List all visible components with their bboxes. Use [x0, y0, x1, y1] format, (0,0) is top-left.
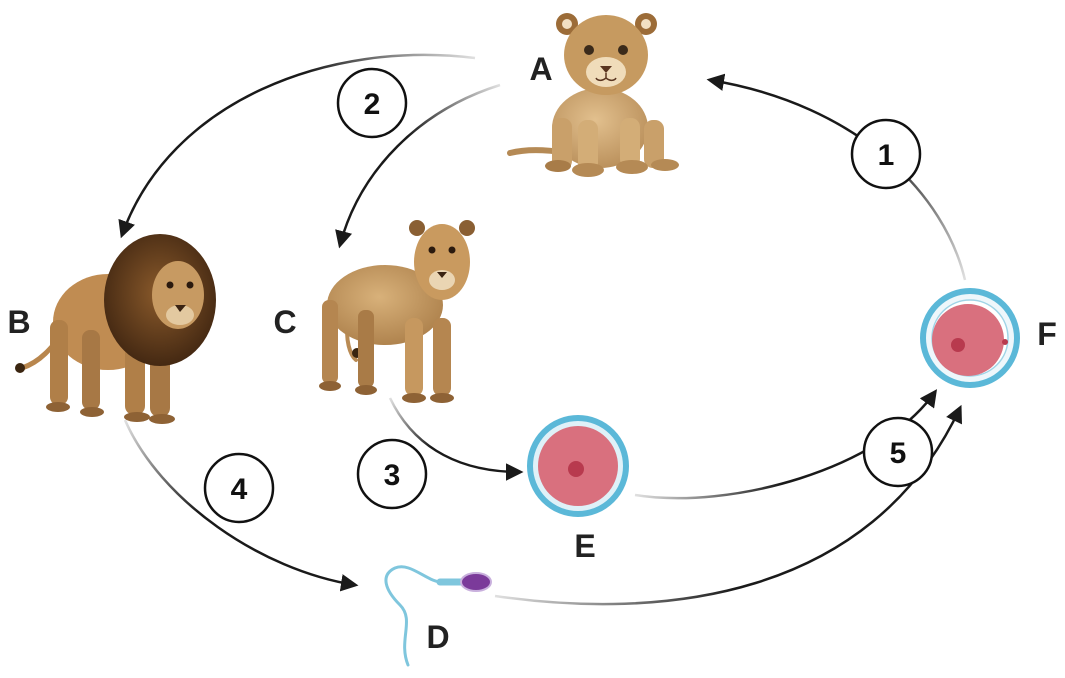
label-a: A	[529, 51, 552, 87]
lion-cub-image	[507, 13, 679, 177]
step-marker-5: 5	[862, 416, 934, 488]
step-marker-4: 4	[203, 452, 275, 524]
step-number-1: 1	[878, 139, 895, 172]
step-marker-3: 3	[356, 438, 428, 510]
step-number-4: 4	[231, 473, 248, 506]
label-e: E	[574, 528, 595, 564]
step-number-2: 2	[364, 88, 381, 121]
step-number-5: 5	[890, 437, 907, 470]
step-marker-1: 1	[850, 118, 922, 190]
label-f: F	[1037, 316, 1057, 352]
zygote-image	[920, 288, 1020, 388]
arrow-3-lioness-to-egg	[388, 397, 524, 481]
male-lion-image	[15, 234, 216, 424]
arrow-2-cub-to-male	[118, 53, 476, 239]
arrow-2-cub-to-lioness	[335, 83, 501, 249]
step-number-3: 3	[384, 459, 401, 492]
arrow-4-male-to-sperm	[123, 419, 359, 592]
egg-cell-image	[527, 415, 629, 517]
label-b: B	[7, 304, 30, 340]
lioness-image	[319, 220, 475, 403]
label-c: C	[273, 304, 296, 340]
label-d: D	[426, 619, 449, 655]
arrow-1-zygote-to-cub	[706, 73, 967, 281]
step-marker-2: 2	[336, 67, 408, 139]
sperm-cell-image	[384, 565, 492, 667]
